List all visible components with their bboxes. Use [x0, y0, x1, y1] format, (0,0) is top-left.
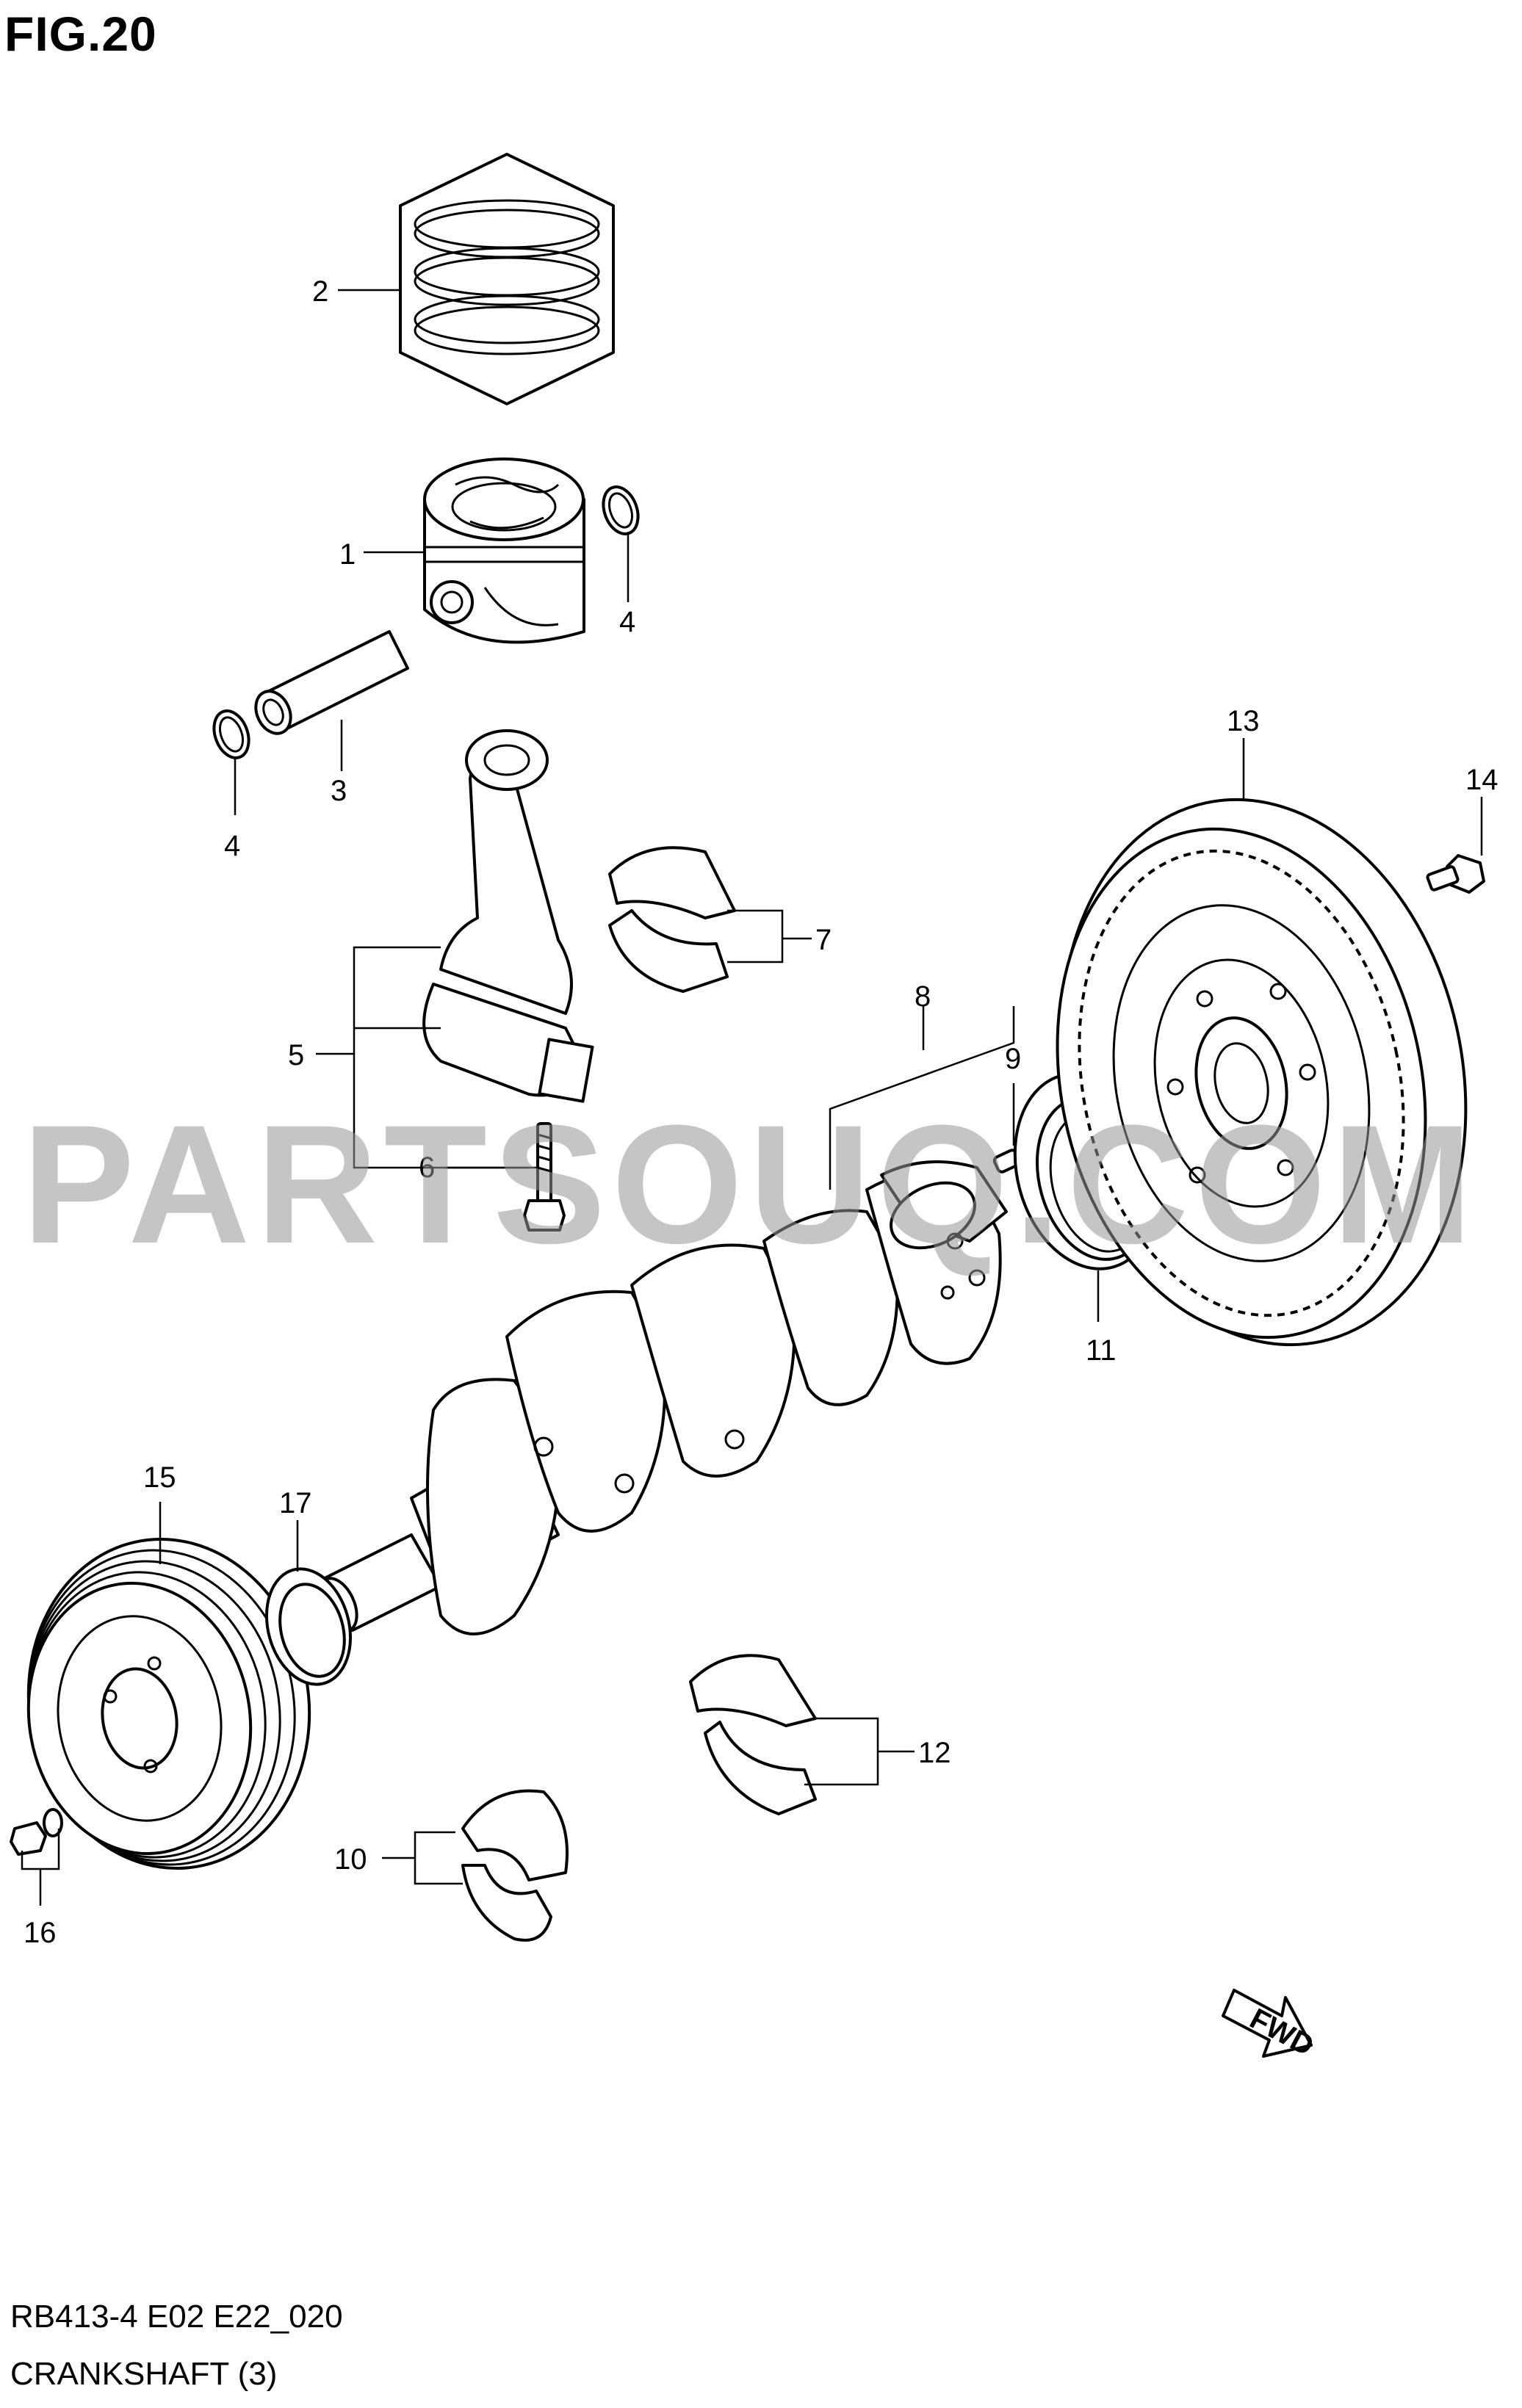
figure-name: CRANKSHAFT (3): [10, 2356, 278, 2392]
callout-12[interactable]: 12: [918, 1737, 951, 1769]
main-bearing-lower[interactable]: [704, 1721, 817, 1815]
connecting-rod[interactable]: [422, 729, 594, 1103]
callout-6[interactable]: 6: [419, 1151, 435, 1184]
watermark: PARTSOUQ.COM: [22, 1090, 1479, 1279]
callout-11[interactable]: 11: [1086, 1334, 1117, 1367]
connecting-rod-bearing-lower[interactable]: [608, 909, 729, 993]
connecting-rod-bolt[interactable]: [523, 1122, 566, 1232]
pulley-bolt[interactable]: [10, 1808, 63, 1856]
flywheel[interactable]: [1012, 762, 1515, 1383]
callout-8[interactable]: 8: [915, 980, 931, 1013]
piston-pin[interactable]: [249, 630, 409, 739]
callout-1[interactable]: 1: [339, 538, 356, 571]
figure-code: RB413-4 E02 E22_020: [10, 2299, 343, 2335]
callout-16[interactable]: 16: [24, 1917, 57, 1949]
callout-3[interactable]: 3: [331, 775, 347, 807]
callout-14[interactable]: 14: [1465, 764, 1498, 796]
callout-13[interactable]: 13: [1227, 705, 1260, 737]
fwd-arrow-icon: FWD: [1222, 1989, 1319, 2062]
crankshaft[interactable]: [311, 1160, 1008, 1637]
piston-pin-circlip-right[interactable]: [597, 482, 644, 538]
crankshaft-pulley[interactable]: [3, 1516, 335, 1890]
piston-pin-circlip-left[interactable]: [208, 706, 255, 762]
thrust-bearing[interactable]: [461, 1789, 569, 1942]
crankshaft-front-oil-seal[interactable]: [254, 1559, 363, 1693]
callout-5[interactable]: 5: [288, 1039, 304, 1071]
leader-lines: [21, 289, 1483, 1906]
figure-title: FIG.20: [4, 7, 157, 61]
piston[interactable]: [423, 458, 585, 644]
flywheel-bolt[interactable]: [1426, 854, 1485, 894]
callout-4-right[interactable]: 4: [619, 606, 635, 638]
callout-4-left[interactable]: 4: [224, 830, 240, 862]
callout-2[interactable]: 2: [312, 275, 328, 308]
callout-labels: 1 2 3 4 4 5 6 7 8 9 10 11 12 13 14 15 16…: [24, 275, 1498, 1949]
main-bearing-upper[interactable]: [689, 1654, 817, 1727]
callout-9[interactable]: 9: [1005, 1043, 1021, 1075]
connecting-rod-bearing-upper[interactable]: [608, 846, 736, 919]
callout-7[interactable]: 7: [815, 924, 832, 956]
callout-15[interactable]: 15: [143, 1461, 176, 1494]
piston-ring-set[interactable]: [399, 153, 615, 405]
callout-17[interactable]: 17: [279, 1487, 312, 1519]
callout-10[interactable]: 10: [334, 1843, 367, 1876]
